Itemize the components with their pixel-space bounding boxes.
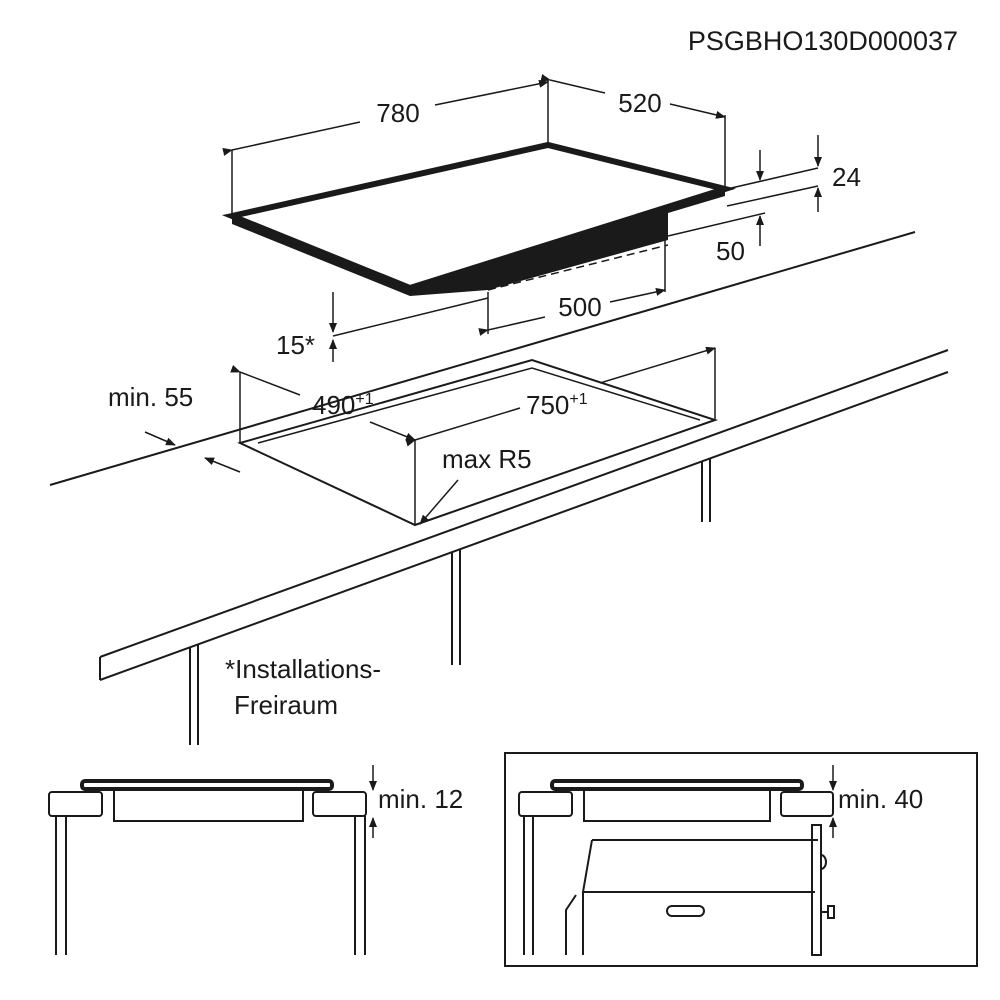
- max-r5-label: max R5: [442, 444, 532, 474]
- svg-text:750+1: 750+1: [526, 390, 588, 420]
- detail-right-min-40: min. 40: [504, 752, 978, 967]
- hob-drawing: [221, 141, 737, 296]
- svg-text:15*: 15*: [276, 330, 315, 360]
- detail-left-min-12: min. 12: [48, 765, 463, 955]
- svg-text:min. 40: min. 40: [838, 784, 923, 814]
- svg-text:24: 24: [832, 162, 861, 192]
- dimension-50: 50: [667, 212, 766, 266]
- dimension-width-780: 780: [222, 79, 549, 214]
- footnote-line2: Freiraum: [234, 690, 338, 720]
- footnote-line1: *Installations-: [225, 654, 381, 684]
- svg-text:500: 500: [558, 292, 601, 322]
- countertop: [49, 231, 949, 745]
- min-55-label: min. 55: [108, 382, 193, 412]
- svg-text:50: 50: [716, 236, 745, 266]
- cutout-width: 750: [526, 390, 569, 420]
- svg-text:490+1: 490+1: [312, 390, 374, 420]
- svg-text:780: 780: [376, 98, 419, 128]
- document-code: PSGBHO130D000037: [688, 26, 958, 56]
- cutout-depth: 490: [312, 390, 355, 420]
- dimension-clearance-15: 15*: [276, 292, 489, 362]
- svg-text:520: 520: [618, 88, 661, 118]
- dimension-depth-520: 520: [540, 74, 726, 187]
- cutout: 490+1 750+1 min. 55 max R5: [108, 346, 719, 527]
- dimension-500: 500: [478, 240, 666, 336]
- svg-text:min. 12: min. 12: [378, 784, 463, 814]
- dimension-height-24: 24: [726, 135, 861, 212]
